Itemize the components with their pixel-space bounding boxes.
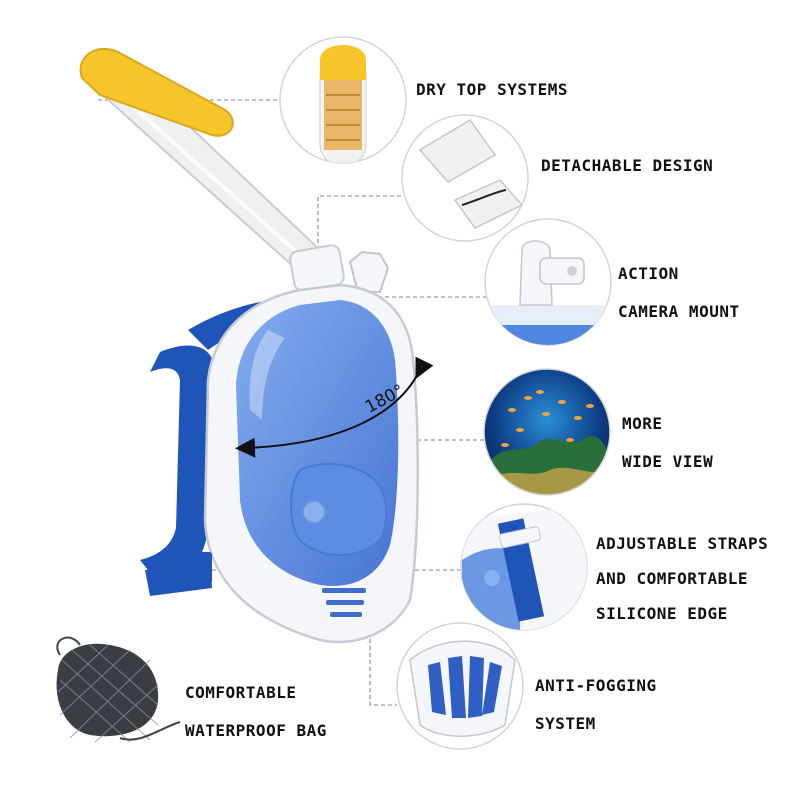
- wide-view-label: MORE WIDE VIEW: [622, 414, 714, 471]
- dry-top-detail: [279, 36, 407, 164]
- nose-cup: [290, 463, 388, 556]
- straps-detail: [460, 503, 588, 631]
- chin-vent: [322, 588, 366, 617]
- detachable-label: DETACHABLE DESIGN: [541, 156, 714, 175]
- straps-label: ADJUSTABLE STRAPS AND COMFORTABLE SILICO…: [596, 534, 769, 623]
- anti-fog-label: ANTI-FOGGING SYSTEM: [535, 676, 657, 733]
- camera-mount-detail: [484, 218, 612, 346]
- exhale-valve: [302, 500, 326, 524]
- anti-fog-detail: [396, 622, 524, 750]
- dry-top-valve: [79, 47, 234, 137]
- view-angle-arrow: [235, 356, 434, 458]
- mask-camera-mount: [348, 250, 390, 293]
- dry-top-label: DRY TOP SYSTEMS: [416, 80, 568, 99]
- waterproof-bag: [56, 636, 181, 743]
- strap-clip: [196, 552, 212, 584]
- bag-label: COMFORTABLE WATERPROOF BAG: [185, 683, 327, 740]
- camera-mount-label: ACTION CAMERA MOUNT: [618, 264, 740, 321]
- detachable-detail: [401, 114, 529, 242]
- wide-view-detail: [483, 368, 611, 496]
